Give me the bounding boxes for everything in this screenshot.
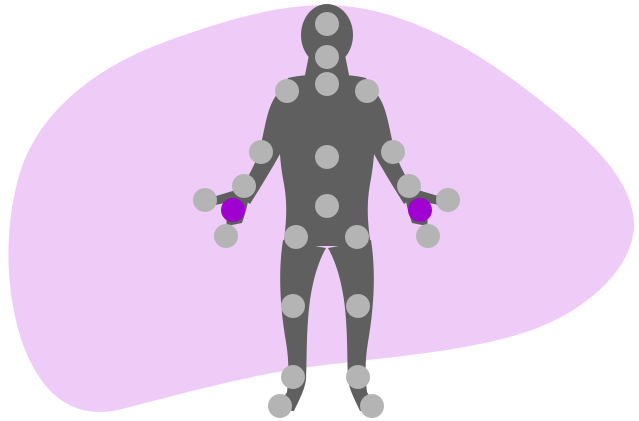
keypoint-right-thumb[interactable] (436, 188, 460, 212)
keypoint-pelvis[interactable] (315, 194, 339, 218)
keypoint-left-finger[interactable] (214, 224, 238, 248)
keypoint-left-shoulder[interactable] (275, 79, 299, 103)
keypoint-left-foot[interactable] (268, 394, 292, 418)
keypoint-right-hip[interactable] (345, 225, 369, 249)
keypoint-right-foot[interactable] (360, 394, 384, 418)
keypoint-left-ankle[interactable] (281, 365, 305, 389)
keypoint-head-top[interactable] (315, 12, 339, 36)
keypoint-left-hip[interactable] (284, 225, 308, 249)
keypoint-right-knee[interactable] (346, 294, 370, 318)
keypoint-neck[interactable] (315, 45, 339, 69)
keypoint-left-elbow[interactable] (249, 140, 273, 164)
keypoint-left-thumb[interactable] (193, 188, 217, 212)
keypoint-right-wrist-upper[interactable] (397, 174, 421, 198)
keypoint-left-wrist[interactable] (221, 198, 245, 222)
keypoint-right-wrist[interactable] (408, 198, 432, 222)
keypoint-chest-upper[interactable] (315, 72, 339, 96)
keypoint-torso-center[interactable] (315, 145, 339, 169)
keypoint-right-elbow[interactable] (381, 140, 405, 164)
keypoint-left-knee[interactable] (281, 294, 305, 318)
keypoint-right-finger[interactable] (416, 224, 440, 248)
keypoint-left-wrist-upper[interactable] (232, 174, 256, 198)
keypoint-right-ankle[interactable] (346, 365, 370, 389)
keypoint-right-shoulder[interactable] (355, 79, 379, 103)
